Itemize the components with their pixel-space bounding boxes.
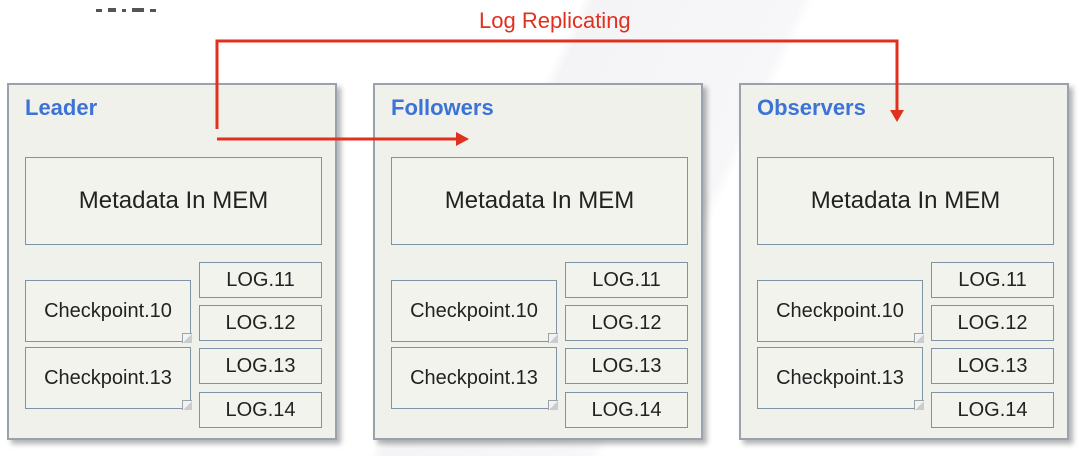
replication-arrow-to-observers [215,39,899,129]
arrowhead-followers [456,132,469,146]
metadata-memory-box: Metadata In MEM [757,157,1054,245]
log-replicating-label: Log Replicating [479,8,631,33]
checkpoint-document: Checkpoint.10 [25,280,192,343]
checkpoint-document: Checkpoint.10 [757,280,924,343]
observers-node: Observers Metadata In MEM Checkpoint.10 … [739,83,1069,440]
cropped-text-fragment [96,8,156,12]
log-box: LOG.14 [931,392,1054,428]
log-box: LOG.12 [931,305,1054,341]
log-box: LOG.13 [931,348,1054,384]
log-box: LOG.13 [565,348,688,384]
log-box: LOG.11 [931,262,1054,298]
checkpoint-document: Checkpoint.13 [757,347,924,410]
log-box: LOG.12 [199,305,322,341]
log-box: LOG.11 [565,262,688,298]
log-box: LOG.14 [199,392,322,428]
node-title: Observers [757,95,866,120]
metadata-memory-box: Metadata In MEM [25,157,322,245]
checkpoint-document: Checkpoint.13 [25,347,192,410]
log-box: LOG.14 [565,392,688,428]
followers-node: Followers Metadata In MEM Checkpoint.10 … [373,83,703,440]
leader-node: Leader Metadata In MEM Checkpoint.10 Che… [7,83,337,440]
checkpoint-document: Checkpoint.13 [391,347,558,410]
log-box: LOG.13 [199,348,322,384]
node-title: Leader [25,95,98,120]
arrowhead-observers [890,110,904,122]
log-box: LOG.11 [199,262,322,298]
metadata-memory-box: Metadata In MEM [391,157,688,245]
node-title: Followers [391,95,494,120]
checkpoint-document: Checkpoint.10 [391,280,558,343]
log-box: LOG.12 [565,305,688,341]
